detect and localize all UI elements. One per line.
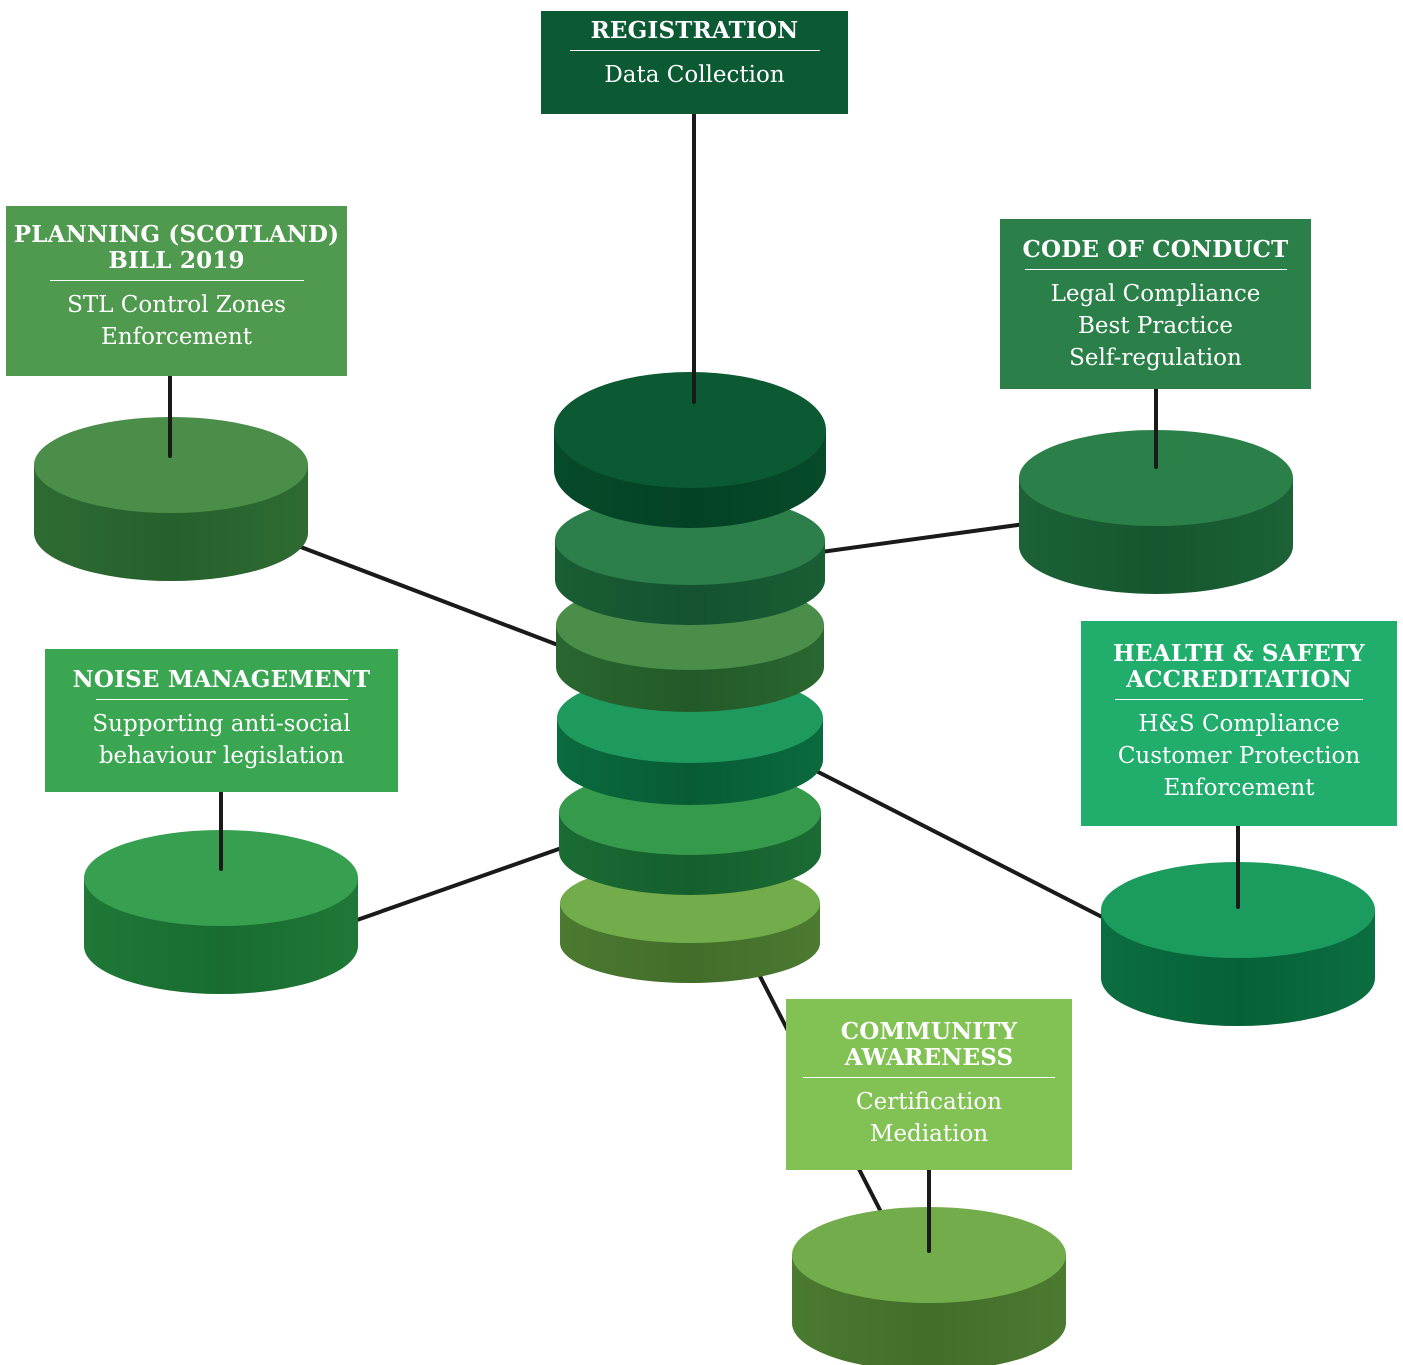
disc-code-of-conduct — [1019, 430, 1293, 594]
stack-layer-registration — [554, 372, 826, 528]
planning-line-1: STL Control Zones — [67, 292, 286, 318]
code-of-conduct-box: CODE OF CONDUCT Legal Compliance Best Pr… — [1000, 219, 1311, 389]
disc-noise-top — [84, 830, 358, 926]
discs — [34, 372, 1375, 1365]
disc-planning-top — [34, 417, 308, 513]
planning-line-2: Enforcement — [101, 324, 252, 350]
registration-divider — [569, 50, 820, 51]
disc-community-top — [792, 1207, 1066, 1303]
community-awareness-title-line-2: AWARENESS — [844, 1044, 1014, 1071]
health-safety-divider — [1115, 699, 1363, 700]
health-safety-title-line-1: HEALTH & SAFETY — [1113, 640, 1365, 667]
registration-line-1: Data Collection — [604, 62, 785, 88]
health-safety-line-1: H&S Compliance — [1138, 711, 1340, 737]
noise-management-line-1: Supporting anti-social — [92, 711, 351, 737]
noise-management-title: NOISE MANAGEMENT — [72, 666, 371, 693]
noise-management-box: NOISE MANAGEMENT Supporting anti-social … — [45, 649, 398, 792]
connector-code-of-conduct — [819, 521, 1034, 554]
disc-planning — [34, 417, 308, 581]
health-safety-title-line-2: ACCREDITATION — [1126, 666, 1352, 693]
community-awareness-line-1: Certification — [856, 1089, 1002, 1115]
planning-title-line-2: BILL 2019 — [108, 247, 245, 274]
code-of-conduct-line-3: Self-regulation — [1069, 345, 1242, 371]
code-of-conduct-line-2: Best Practice — [1077, 313, 1234, 339]
code-of-conduct-divider — [1024, 269, 1287, 270]
code-of-conduct-title: CODE OF CONDUCT — [1022, 236, 1289, 263]
health-safety-box: HEALTH & SAFETY ACCREDITATION H&S Compli… — [1081, 621, 1397, 826]
connector-noise — [355, 836, 592, 922]
planning-box: PLANNING (SCOTLAND) BILL 2019 STL Contro… — [6, 206, 347, 376]
disc-health-safety-top — [1101, 862, 1375, 958]
connector-health-safety — [781, 752, 1106, 920]
disc-noise — [84, 830, 358, 994]
disc-health-safety — [1101, 862, 1375, 1026]
disc-code-of-conduct-top — [1019, 430, 1293, 526]
noise-management-divider — [95, 699, 348, 700]
registration-box: REGISTRATION Data Collection — [541, 11, 848, 114]
community-awareness-divider — [803, 1077, 1055, 1078]
planning-title-line-1: PLANNING (SCOTLAND) — [13, 221, 340, 248]
drop-lines — [168, 112, 1240, 1253]
connector-planning — [262, 531, 560, 647]
disc-community — [792, 1207, 1066, 1365]
community-awareness-line-2: Mediation — [869, 1121, 989, 1147]
planning-divider — [49, 280, 304, 281]
code-of-conduct-line-1: Legal Compliance — [1050, 281, 1261, 307]
community-awareness-box: COMMUNITY AWARENESS Certification Mediat… — [786, 999, 1072, 1170]
community-awareness-title-line-1: COMMUNITY — [840, 1018, 1018, 1045]
stack-layer-registration-top — [554, 372, 826, 488]
noise-management-line-2: behaviour legislation — [98, 743, 345, 769]
registration-title: REGISTRATION — [590, 17, 799, 44]
health-safety-line-3: Enforcement — [1163, 775, 1315, 801]
health-safety-line-2: Customer Protection — [1117, 743, 1361, 769]
